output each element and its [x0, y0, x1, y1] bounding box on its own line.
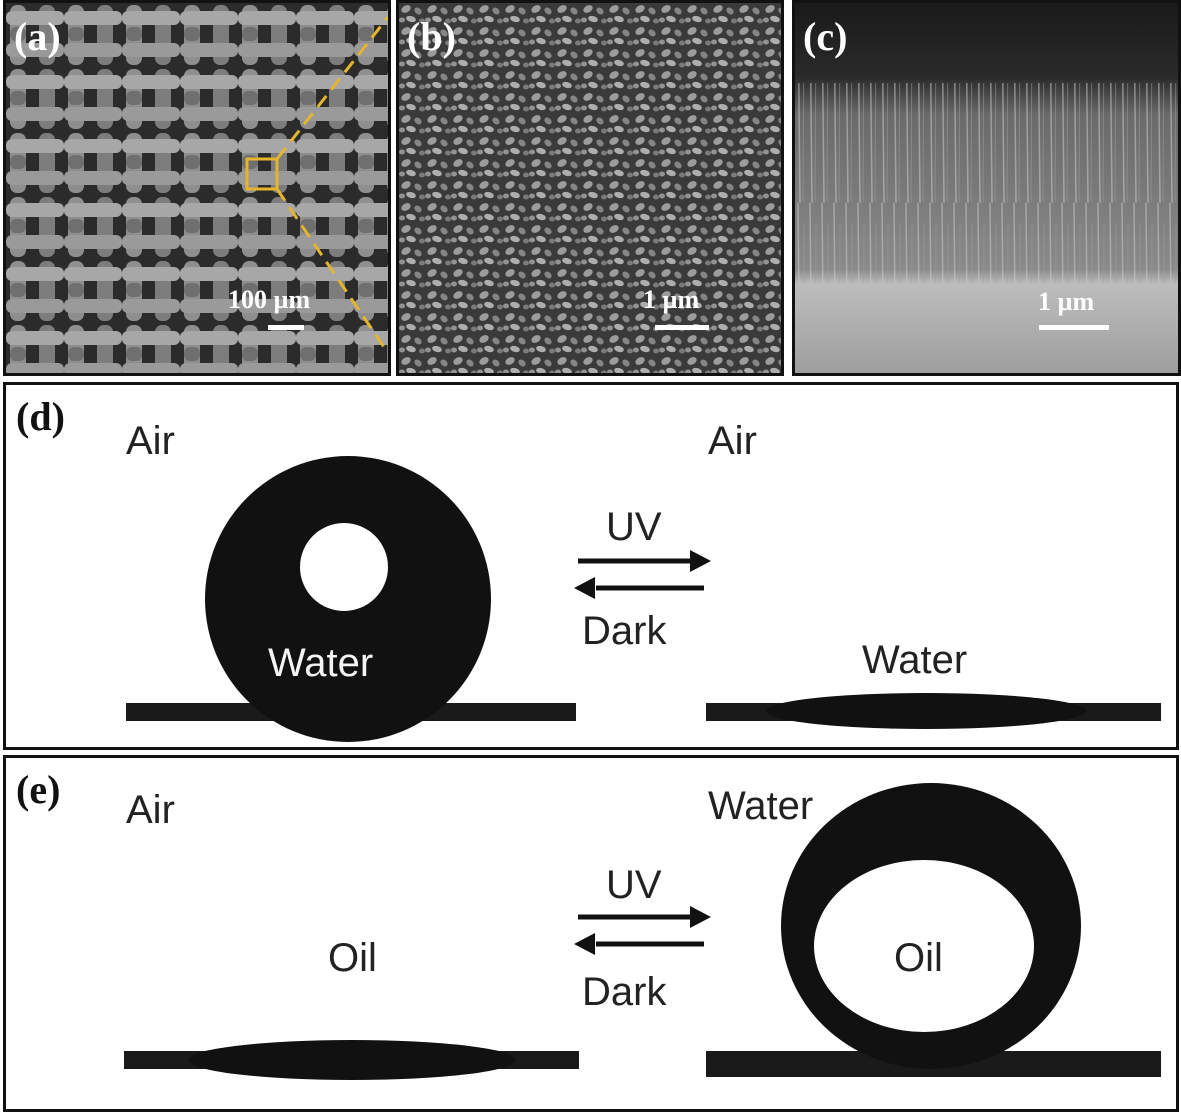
medium-label-right-d: Air — [708, 419, 757, 463]
scale-bar-b — [655, 325, 709, 330]
scale-label-b: 1 µm — [643, 285, 700, 314]
panel-label-d: (d) — [16, 394, 65, 439]
drop-label-right-d: Water — [862, 638, 968, 682]
scale-bar-a — [268, 325, 304, 330]
dark-label-e: Dark — [582, 970, 667, 1014]
nanorod-side-image — [795, 3, 1178, 373]
medium-label-left-d: Air — [126, 419, 175, 463]
panel-d-water-in-air: (d) Air Air UV Dark Water Water — [3, 382, 1179, 750]
panel-d-drawing — [126, 456, 1161, 742]
oil-drop-reflection — [814, 860, 1034, 1032]
uv-label-e: UV — [606, 863, 662, 907]
scale-bar-c — [1039, 325, 1109, 330]
dark-label-d: Dark — [582, 609, 667, 653]
panel-label-b: (b) — [407, 14, 456, 59]
panel-a-mesh-sem: (a) 100 µm — [3, 0, 391, 376]
panel-label-e: (e) — [16, 767, 61, 812]
nanorod-top-image — [399, 3, 781, 373]
oil-drop-spread — [188, 1040, 516, 1080]
zoom-box — [245, 157, 279, 191]
drop-label-left-e: Oil — [328, 936, 377, 980]
panel-c-nanorod-cross-section-sem: (c) 1 µm — [792, 0, 1181, 376]
panel-label-c: (c) — [803, 14, 848, 59]
panel-e-oil-in-air-and-water: (e) Air Water UV Dark Oil Oil — [3, 755, 1179, 1112]
scale-label-c: 1 µm — [1038, 287, 1095, 316]
drop-reflection — [300, 523, 388, 611]
drop-label-right-e: Oil — [894, 936, 943, 980]
drop-label-left-d: Water — [268, 641, 374, 685]
zoom-line-top — [275, 16, 388, 160]
mesh-image — [6, 3, 388, 373]
zoom-line-bottom — [275, 188, 388, 354]
panel-e-drawing — [124, 783, 1161, 1080]
panel-label-a: (a) — [14, 14, 61, 59]
water-drop-spread — [766, 693, 1086, 729]
uv-label-d: UV — [606, 505, 662, 549]
scale-label-a: 100 µm — [228, 285, 311, 314]
medium-label-right-e: Water — [708, 784, 814, 828]
panel-b-nanorod-top-sem: (b) 1 µm — [396, 0, 784, 376]
medium-label-left-e: Air — [126, 788, 175, 832]
